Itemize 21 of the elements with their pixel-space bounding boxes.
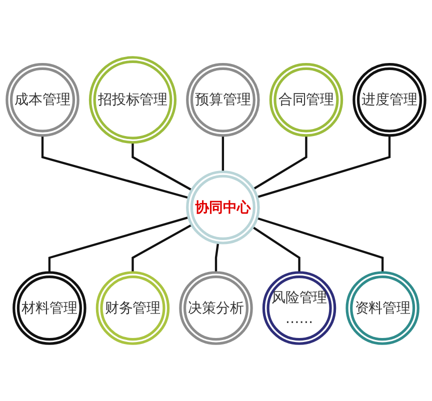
node-circle: 进度管理: [352, 63, 426, 137]
connector: [256, 217, 384, 272]
node-circle: 预算管理: [186, 63, 260, 137]
connector: [214, 242, 220, 272]
connector: [256, 135, 391, 198]
node-circle: 材料管理: [12, 271, 86, 345]
connector: [48, 216, 190, 272]
connector: [132, 224, 192, 272]
node-circle: 协同中心: [186, 170, 260, 244]
node-circle: 风险管理 ……: [262, 271, 336, 345]
connector: [252, 226, 300, 272]
connector: [252, 135, 308, 190]
node-circle: 财务管理: [96, 271, 170, 345]
connector: [222, 135, 224, 172]
node-circle: 资料管理: [346, 271, 420, 345]
connector: [41, 135, 189, 199]
node-circle: 招投标管理: [88, 56, 177, 144]
node-circle: 决策分析: [179, 271, 253, 345]
node-circle: 合同管理: [269, 63, 344, 137]
connector: [132, 142, 192, 192]
node-circle: 成本管理: [6, 63, 80, 137]
